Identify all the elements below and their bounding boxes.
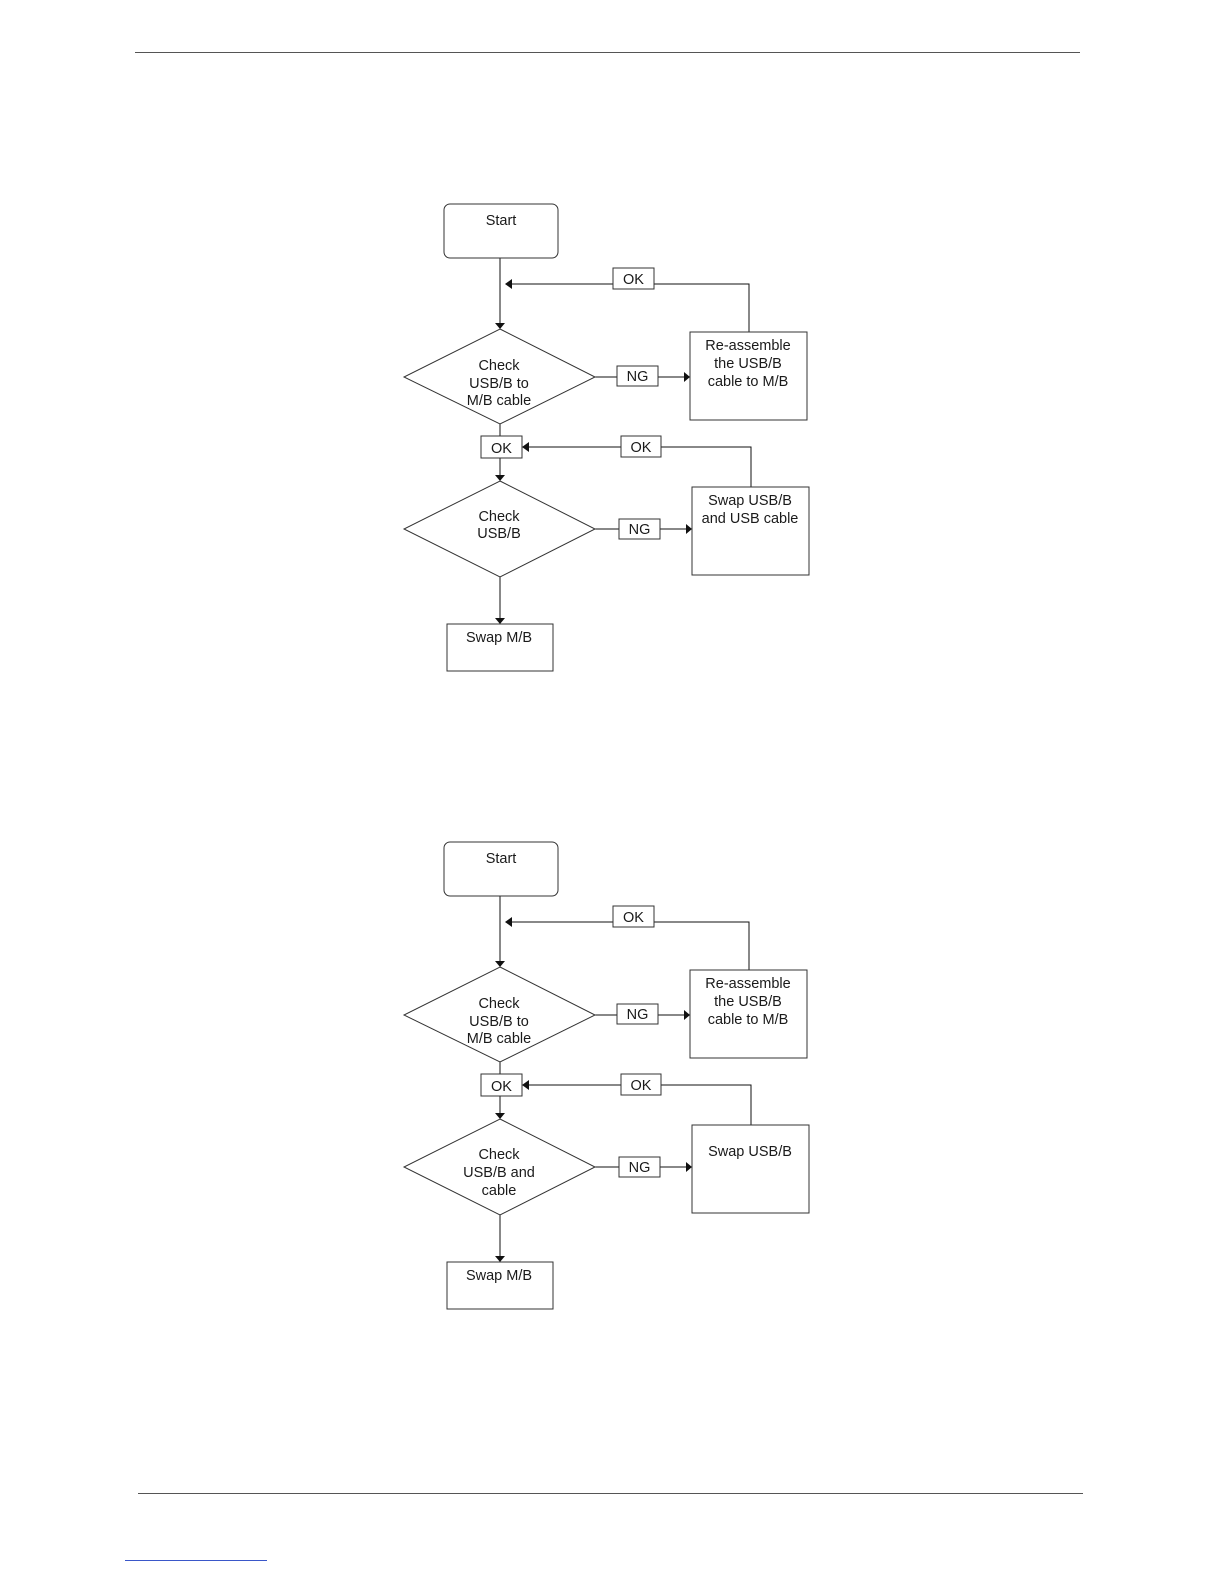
action-2-line-1: Swap USB/B bbox=[708, 1144, 792, 1160]
decision-1-line-3: M/B cable bbox=[467, 1031, 531, 1047]
action-reassemble-cable: Re-assemble the USB/B cable to M/B bbox=[690, 332, 807, 420]
start-label: Start bbox=[486, 851, 517, 867]
action-2-line-2: and USB cable bbox=[702, 511, 799, 527]
svg-text:OK: OK bbox=[491, 441, 512, 457]
label-ok-return-2: OK bbox=[621, 436, 661, 457]
label-ok-return-1: OK bbox=[613, 268, 654, 289]
flowchart-usb-board-1: Start Check USB/B to M/B cable Re-assemb… bbox=[380, 195, 840, 695]
footer-rule bbox=[138, 1493, 1083, 1494]
decision-2-line-2: USB/B bbox=[477, 526, 521, 542]
flowchart-svg: Start Check USB/B to M/B cable Re-assemb… bbox=[380, 195, 840, 695]
decision-1-line-2: USB/B to bbox=[469, 1014, 529, 1030]
label-ng-1: NG bbox=[617, 1004, 658, 1024]
action-2-line-1: Swap USB/B bbox=[708, 493, 792, 509]
flowchart-svg: Start Check USB/B to M/B cable Re-assemb… bbox=[380, 833, 840, 1333]
svg-text:OK: OK bbox=[631, 1078, 652, 1094]
decision-1-line-3: M/B cable bbox=[467, 393, 531, 409]
start-node: Start bbox=[444, 842, 558, 896]
action-reassemble-cable: Re-assemble the USB/B cable to M/B bbox=[690, 970, 807, 1058]
svg-text:NG: NG bbox=[629, 1160, 651, 1176]
footer-link-underline bbox=[125, 1560, 267, 1561]
svg-text:NG: NG bbox=[627, 1007, 649, 1023]
label-ng-2: NG bbox=[619, 1157, 660, 1177]
label-ng-1: NG bbox=[617, 366, 658, 386]
decision-2-line-2: USB/B and bbox=[463, 1165, 535, 1181]
decision-1-line-2: USB/B to bbox=[469, 376, 529, 392]
end-label: Swap M/B bbox=[466, 1268, 532, 1284]
start-label: Start bbox=[486, 213, 517, 229]
label-ok-down: OK bbox=[481, 436, 522, 458]
svg-text:OK: OK bbox=[491, 1079, 512, 1095]
decision-1-line-1: Check bbox=[478, 996, 520, 1012]
decision-check-usb-board: Check USB/B bbox=[404, 481, 595, 577]
action-1-line-1: Re-assemble bbox=[705, 976, 790, 992]
decision-check-usb-board-and-cable: Check USB/B and cable bbox=[404, 1119, 595, 1215]
action-1-line-1: Re-assemble bbox=[705, 338, 790, 354]
label-ng-2: NG bbox=[619, 519, 660, 539]
start-node: Start bbox=[444, 204, 558, 258]
decision-check-usb-cable: Check USB/B to M/B cable bbox=[404, 967, 595, 1062]
end-label: Swap M/B bbox=[466, 630, 532, 646]
label-ok-down: OK bbox=[481, 1074, 522, 1096]
end-node-swap-mainboard: Swap M/B bbox=[447, 1262, 553, 1309]
decision-1-line-1: Check bbox=[478, 358, 520, 374]
svg-text:OK: OK bbox=[623, 272, 644, 288]
action-1-line-2: the USB/B bbox=[714, 356, 782, 372]
decision-2-line-1: Check bbox=[478, 1147, 520, 1163]
action-swap-usb-board: Swap USB/B bbox=[692, 1125, 809, 1213]
label-ok-return-1: OK bbox=[613, 906, 654, 927]
decision-2-line-1: Check bbox=[478, 509, 520, 525]
svg-text:OK: OK bbox=[631, 440, 652, 456]
label-ok-return-2: OK bbox=[621, 1074, 661, 1095]
flowchart-usb-board-2: Start Check USB/B to M/B cable Re-assemb… bbox=[380, 833, 840, 1333]
decision-check-usb-cable: Check USB/B to M/B cable bbox=[404, 329, 595, 424]
end-node-swap-mainboard: Swap M/B bbox=[447, 624, 553, 671]
action-swap-usb-board: Swap USB/B and USB cable bbox=[692, 487, 809, 575]
action-1-line-3: cable to M/B bbox=[708, 1012, 789, 1028]
header-rule bbox=[135, 52, 1080, 53]
decision-2-line-3: cable bbox=[482, 1183, 517, 1199]
action-1-line-2: the USB/B bbox=[714, 994, 782, 1010]
svg-text:OK: OK bbox=[623, 910, 644, 926]
action-1-line-3: cable to M/B bbox=[708, 374, 789, 390]
svg-text:NG: NG bbox=[629, 522, 651, 538]
svg-text:NG: NG bbox=[627, 369, 649, 385]
